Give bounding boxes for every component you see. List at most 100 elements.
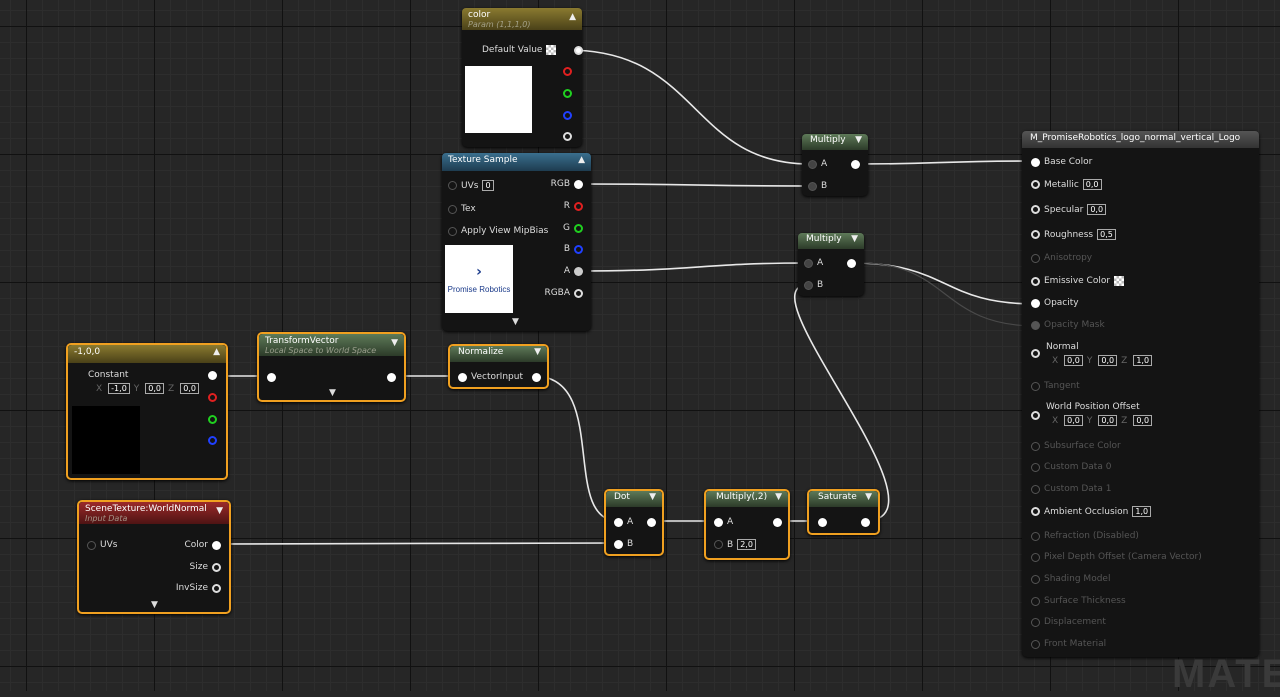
- base-color-pin[interactable]: Base Color: [1031, 157, 1092, 167]
- input-pin-icon[interactable]: [1031, 276, 1040, 286]
- scene-texture-node[interactable]: SceneTexture:WorldNormal Input Data ▼ UV…: [77, 500, 231, 614]
- opacity-mask-pin[interactable]: Opacity Mask: [1031, 320, 1105, 330]
- input-pin-icon[interactable]: [1031, 462, 1040, 472]
- normalize-node[interactable]: Normalize ▼ VectorInput: [448, 344, 549, 389]
- material-header[interactable]: M_PromiseRobotics_logo_normal_vertical_L…: [1022, 131, 1259, 148]
- shading-model-pin[interactable]: Shading Model: [1031, 574, 1110, 584]
- output-b-pin-icon[interactable]: [208, 436, 217, 445]
- vector-input-pin[interactable]: VectorInput: [458, 372, 523, 382]
- chevron-down-icon[interactable]: ▼: [851, 234, 858, 244]
- tex-pin[interactable]: Tex: [448, 204, 476, 214]
- refraction-pin[interactable]: Refraction (Disabled): [1031, 531, 1139, 541]
- default-value-pin[interactable]: Default Value: [482, 45, 584, 55]
- wpo-pin[interactable]: [1031, 411, 1040, 420]
- opacity-pin[interactable]: Opacity: [1031, 298, 1079, 308]
- output-pin-icon[interactable]: [647, 518, 656, 527]
- input-pin-icon[interactable]: [808, 181, 817, 191]
- a-out-pin[interactable]: A: [564, 266, 583, 276]
- param-node-header[interactable]: color Param (1,1,1,0) ▲: [462, 8, 582, 30]
- input-pin-icon[interactable]: [458, 372, 467, 382]
- multiply3-b-field[interactable]: 2,0: [737, 539, 756, 550]
- input-pin-icon[interactable]: [804, 280, 813, 290]
- multiply3-b-pin[interactable]: B 2,0: [714, 539, 756, 550]
- input-pin-icon[interactable]: [1031, 531, 1040, 541]
- input-pin-icon[interactable]: [1031, 157, 1040, 167]
- output-b-pin-icon[interactable]: [574, 244, 583, 254]
- front-material-pin[interactable]: Front Material: [1031, 639, 1106, 649]
- metallic-field[interactable]: 0,0: [1082, 179, 1102, 190]
- pdo-pin[interactable]: Pixel Depth Offset (Camera Vector): [1031, 552, 1202, 562]
- input-pin-icon[interactable]: [808, 159, 817, 169]
- mip-bias-pin[interactable]: Apply View MipBias: [448, 226, 548, 236]
- input-pin-icon[interactable]: [1031, 552, 1040, 562]
- uvs-pin[interactable]: UVs 0: [448, 180, 494, 191]
- output-g-pin-icon[interactable]: [563, 89, 572, 98]
- input-pin-icon[interactable]: [1031, 484, 1040, 494]
- chevron-down-icon[interactable]: ▼: [865, 492, 872, 502]
- chevron-down-icon[interactable]: ▼: [391, 338, 398, 348]
- roughness-field[interactable]: 0,5: [1097, 229, 1116, 240]
- output-pin-icon[interactable]: [574, 179, 583, 189]
- input-pin-icon[interactable]: [1031, 441, 1040, 451]
- input-pin-icon[interactable]: [267, 373, 276, 382]
- emissive-pin[interactable]: Emissive Color: [1031, 276, 1125, 286]
- scene-color-pin[interactable]: Color: [185, 540, 221, 550]
- multiply1-a-pin[interactable]: A: [808, 159, 827, 169]
- input-pin-icon[interactable]: [448, 204, 457, 214]
- chevron-down-icon[interactable]: ▼: [329, 388, 336, 398]
- multiply-node-2[interactable]: Multiply ▼ A B: [798, 233, 864, 296]
- surface-thickness-pin[interactable]: Surface Thickness: [1031, 596, 1126, 606]
- g-out-pin[interactable]: G: [563, 223, 583, 233]
- output-pin-icon[interactable]: [532, 373, 541, 382]
- uvs-value-field[interactable]: 0: [482, 180, 494, 191]
- input-pin-icon[interactable]: [1031, 574, 1040, 584]
- transform-vector-header[interactable]: TransformVector Local Space to World Spa…: [259, 334, 404, 356]
- scene-texture-header[interactable]: SceneTexture:WorldNormal Input Data ▼: [79, 502, 229, 524]
- wpo-z-field[interactable]: 0,0: [1133, 415, 1153, 426]
- input-pin-icon[interactable]: [448, 226, 457, 236]
- input-pin-icon[interactable]: [448, 181, 457, 190]
- input-pin-icon[interactable]: [1031, 617, 1040, 627]
- input-pin-icon[interactable]: [1031, 320, 1040, 330]
- output-pin-icon[interactable]: [212, 583, 221, 593]
- constant-vector-node[interactable]: -1,0,0 ▲ Constant X -1,0 Y 0,0 Z 0,0: [66, 343, 228, 480]
- output-pin-icon[interactable]: [574, 266, 583, 276]
- output-pin-icon[interactable]: [851, 160, 860, 169]
- dot-a-pin[interactable]: A: [614, 517, 633, 527]
- input-pin-icon[interactable]: [1031, 411, 1040, 420]
- output-g-pin-icon[interactable]: [208, 415, 217, 424]
- specular-field[interactable]: 0,0: [1087, 204, 1107, 215]
- custom1-pin[interactable]: Custom Data 1: [1031, 484, 1111, 494]
- input-pin-icon[interactable]: [614, 539, 623, 549]
- chevron-down-icon[interactable]: ▼: [855, 135, 862, 145]
- output-pin-icon[interactable]: [212, 562, 221, 572]
- chevron-up-icon[interactable]: ▲: [569, 12, 576, 22]
- ao-pin[interactable]: Ambient Occlusion 1,0: [1031, 506, 1152, 517]
- input-pin-icon[interactable]: [1031, 205, 1040, 214]
- chevron-down-icon[interactable]: ▼: [649, 492, 656, 502]
- material-result-node[interactable]: M_PromiseRobotics_logo_normal_vertical_L…: [1022, 131, 1259, 657]
- constant-vector-header[interactable]: -1,0,0 ▲: [68, 345, 226, 363]
- input-pin-icon[interactable]: [1031, 180, 1040, 189]
- saturate-header[interactable]: Saturate ▼: [809, 491, 878, 507]
- input-pin-icon[interactable]: [614, 517, 623, 527]
- dot-node[interactable]: Dot ▼ A B: [604, 489, 664, 556]
- multiply-node-1-header[interactable]: Multiply ▼: [802, 134, 868, 150]
- multiply3-a-pin[interactable]: A: [714, 517, 733, 527]
- checker-icon[interactable]: [1114, 276, 1125, 286]
- constant-y-field[interactable]: 0,0: [145, 383, 165, 394]
- input-pin-icon[interactable]: [1031, 298, 1040, 308]
- output-r-pin-icon[interactable]: [574, 201, 583, 211]
- scene-size-pin[interactable]: Size: [190, 562, 221, 572]
- scene-uvs-pin[interactable]: UVs: [87, 540, 117, 550]
- output-b-pin-icon[interactable]: [563, 111, 572, 120]
- multiply-constant-header[interactable]: Multiply(,2) ▼: [706, 491, 788, 507]
- multiply-node-1[interactable]: Multiply ▼ A B: [802, 134, 868, 196]
- output-r-pin-icon[interactable]: [208, 393, 217, 402]
- output-r-pin-icon[interactable]: [563, 67, 572, 76]
- wpo-x-field[interactable]: 0,0: [1064, 415, 1083, 426]
- chevron-down-icon[interactable]: ▼: [151, 600, 158, 610]
- output-a-pin-icon[interactable]: [563, 132, 572, 141]
- multiply-constant-node[interactable]: Multiply(,2) ▼ A B 2,0: [704, 489, 790, 560]
- output-pin-icon[interactable]: [574, 45, 584, 55]
